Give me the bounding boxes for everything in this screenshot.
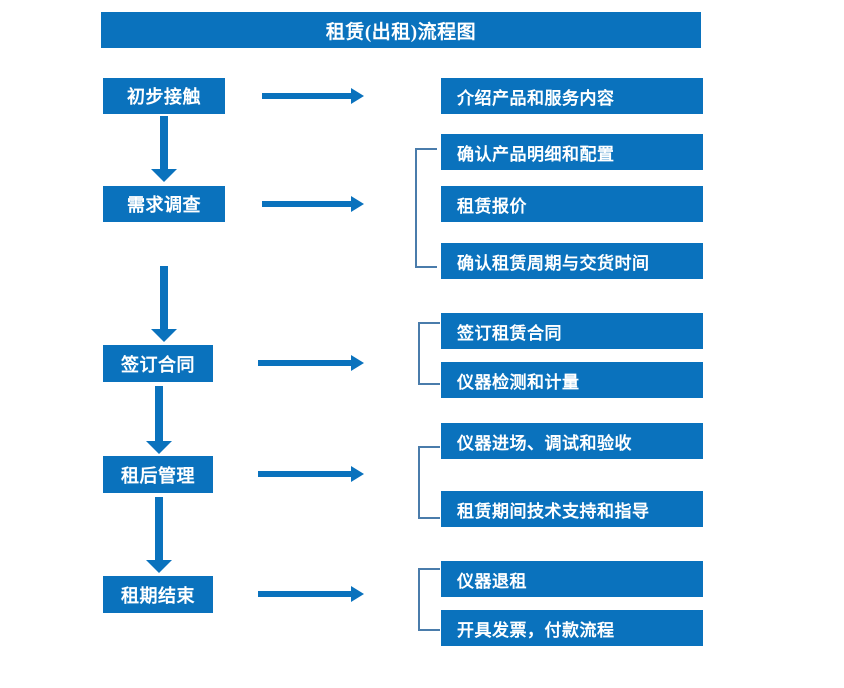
horizontal-arrow-post-rental <box>258 465 364 483</box>
stage-box-lease-end[interactable]: 租期结束 <box>103 576 213 613</box>
group-bracket-lease-end <box>418 568 440 631</box>
stage-box-post-rental-management[interactable]: 租后管理 <box>103 456 213 493</box>
detail-box-confirm-lease-period-delivery[interactable]: 确认租赁周期与交货时间 <box>441 243 703 279</box>
detail-box-instrument-inspection-metering[interactable]: 仪器检测和计量 <box>441 362 703 398</box>
horizontal-arrow-initial-contact <box>262 87 364 105</box>
group-bracket-post-rental <box>418 446 440 519</box>
detail-box-introduce-products[interactable]: 介绍产品和服务内容 <box>441 78 703 114</box>
group-bracket-demand-survey <box>415 148 437 268</box>
vertical-arrow-management-to-end <box>146 497 172 573</box>
diagram-title: 租赁(出租)流程图 <box>101 12 701 48</box>
detail-box-sign-lease-agreement[interactable]: 签订租赁合同 <box>441 313 703 349</box>
horizontal-arrow-lease-end <box>258 585 364 603</box>
horizontal-arrow-sign-contract <box>258 354 364 372</box>
vertical-arrow-initial-to-demand <box>151 116 177 182</box>
detail-box-instrument-return[interactable]: 仪器退租 <box>441 561 703 597</box>
vertical-arrow-demand-to-contract <box>151 266 177 342</box>
horizontal-arrow-demand-survey <box>262 195 364 213</box>
detail-box-confirm-product-details[interactable]: 确认产品明细和配置 <box>441 134 703 170</box>
group-bracket-sign-contract <box>418 322 440 385</box>
detail-box-rental-quotation[interactable]: 租赁报价 <box>441 186 703 222</box>
detail-box-technical-support-during-lease[interactable]: 租赁期间技术支持和指导 <box>441 491 703 527</box>
vertical-arrow-contract-to-management <box>146 386 172 454</box>
stage-box-initial-contact[interactable]: 初步接触 <box>103 78 225 114</box>
stage-box-demand-survey[interactable]: 需求调查 <box>103 186 225 222</box>
detail-box-instrument-entry-commissioning-acceptance[interactable]: 仪器进场、调试和验收 <box>441 423 703 459</box>
stage-box-sign-contract[interactable]: 签订合同 <box>103 345 213 382</box>
detail-box-invoice-payment-process[interactable]: 开具发票，付款流程 <box>441 610 703 646</box>
